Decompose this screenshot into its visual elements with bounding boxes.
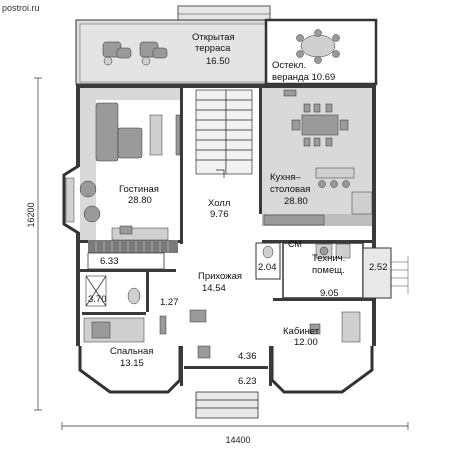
label-entry-area: 14.54 xyxy=(202,283,226,294)
label-bedroom-name: Спальная xyxy=(110,346,153,357)
kitchen-furniture xyxy=(263,89,373,226)
label-bath-area: 3.70 xyxy=(88,294,107,305)
wardrobe-strip xyxy=(95,241,169,252)
label-terrace-line1: Открытая xyxy=(192,32,235,43)
label-living-name: Гостиная xyxy=(119,184,159,195)
label-entry-name: Прихожая xyxy=(198,271,242,282)
watermark-text: postroi.ru xyxy=(2,3,40,13)
label-bedroom-area: 13.15 xyxy=(120,358,144,369)
label-sm: СМ xyxy=(288,239,302,249)
room-labels: Открытая терраса 16.50 Остекл. веранда 1… xyxy=(88,32,388,387)
label-hall-area: 9.76 xyxy=(210,209,229,220)
dimension-vertical: 16200 xyxy=(26,77,42,411)
label-office-area: 12.00 xyxy=(294,337,318,348)
label-living-area: 28.80 xyxy=(128,195,152,206)
dimension-height: 16200 xyxy=(26,202,36,227)
label-veranda-line2: веранда 10.69 xyxy=(272,72,335,83)
living-room-furniture xyxy=(79,102,181,241)
bathroom xyxy=(82,272,149,315)
main-building xyxy=(62,84,409,419)
label-porch-side-area: 2.52 xyxy=(369,262,388,273)
label-kitchen-area: 28.80 xyxy=(284,196,308,207)
label-terrace-area: 16.50 xyxy=(206,56,230,67)
label-tech-area: 9.05 xyxy=(320,288,339,299)
label-corridor-area: 1.27 xyxy=(160,297,179,308)
label-storage-area: 6.33 xyxy=(100,256,119,267)
label-veranda-line1: Остекл. xyxy=(272,60,306,71)
wc-room xyxy=(255,242,281,280)
label-tech-line1: Технич. xyxy=(312,253,345,264)
label-kitchen-line1: Кухня– xyxy=(270,172,301,183)
label-terrace-line2: терраса xyxy=(195,43,231,54)
dimension-horizontal: 14400 xyxy=(61,422,409,445)
veranda-dining-table xyxy=(296,29,340,64)
dimension-width: 14400 xyxy=(225,435,250,445)
staircase xyxy=(195,89,253,178)
tech-room xyxy=(282,242,364,299)
office-room xyxy=(273,298,372,371)
label-vestibule-area: 4.36 xyxy=(238,351,257,362)
label-hall-name: Холл xyxy=(208,198,230,209)
label-wc-area: 2.04 xyxy=(258,262,277,273)
label-office-name: Кабинет xyxy=(283,326,320,337)
label-kitchen-line2: столовая xyxy=(270,184,310,195)
label-porch-area: 6.23 xyxy=(238,376,257,387)
label-tech-line2: помещ. xyxy=(312,265,345,276)
patio-chairs xyxy=(102,41,168,66)
